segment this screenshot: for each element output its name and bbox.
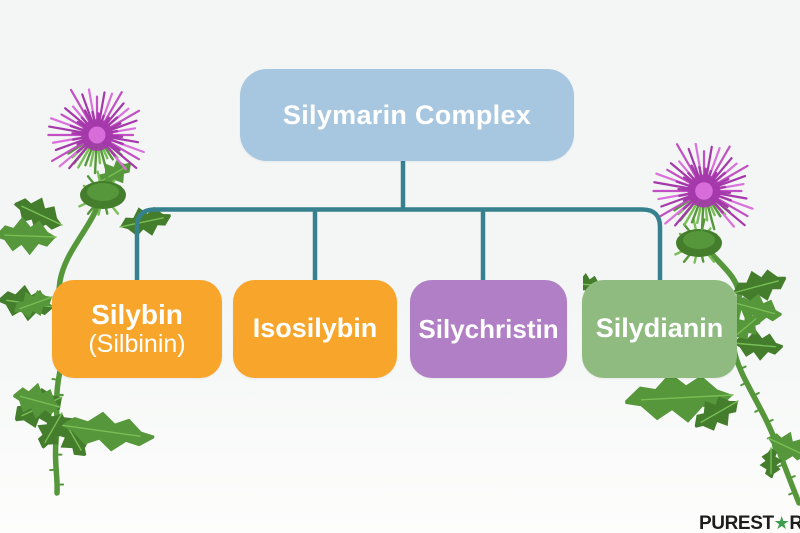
milk-thistle-left-image [0, 88, 171, 496]
child-node-sublabel: (Silbinin) [88, 329, 186, 358]
purestar-logo: PUREST★R [699, 514, 800, 533]
child-node-silydianin: Silydianin [582, 280, 737, 378]
milk-thistle-right-image [583, 143, 800, 506]
root-node-silymarin-complex: Silymarin Complex [240, 69, 574, 161]
child-node-silychristin: Silychristin [410, 280, 567, 378]
root-node-label: Silymarin Complex [282, 99, 532, 130]
logo-text-prefix: PUREST [699, 513, 774, 533]
child-node-isosilybin: Isosilybin [233, 280, 397, 378]
child-node-label: Silychristin [418, 313, 559, 344]
child-node-label: Silybin [91, 298, 183, 330]
child-node-label: Silydianin [595, 313, 724, 344]
branch-connector-line [134, 207, 663, 281]
child-node-silybin: Silybin (Silbinin) [52, 280, 222, 378]
logo-text-suffix: R [789, 513, 800, 533]
child-node-label: Isosilybin [252, 313, 378, 344]
star-icon: ★ [773, 513, 790, 533]
